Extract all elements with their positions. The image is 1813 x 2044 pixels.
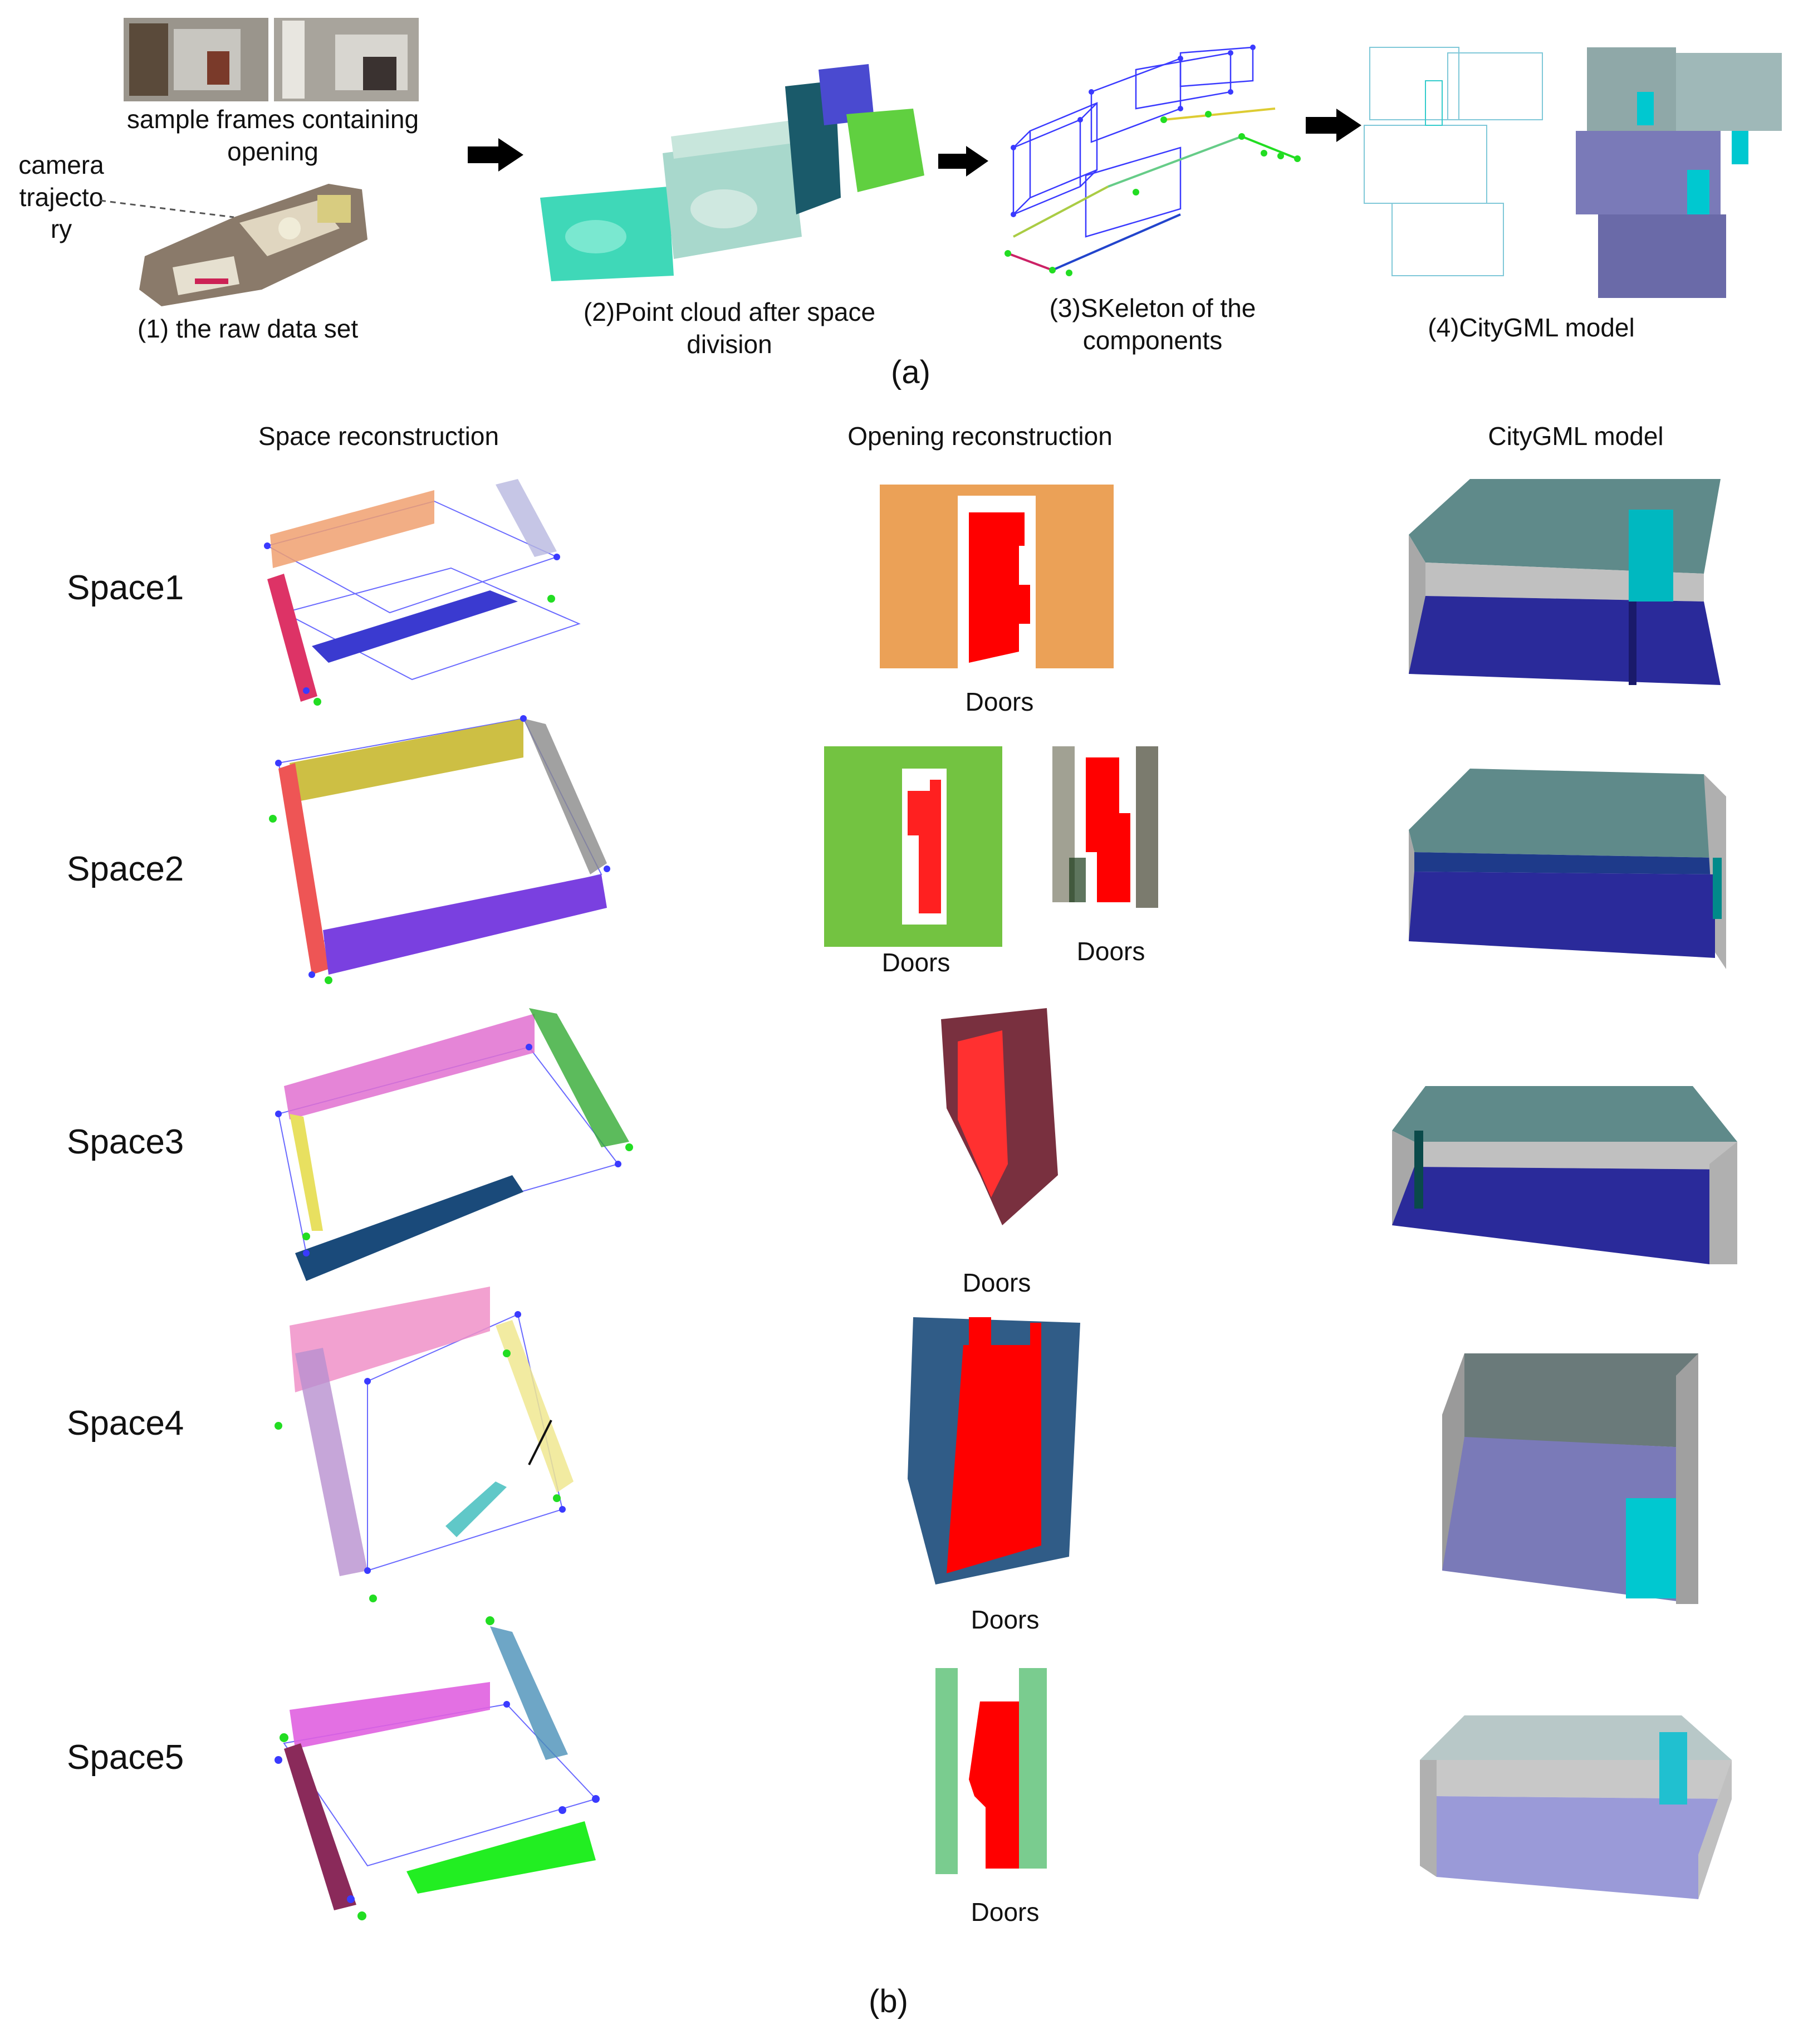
row-label: Space3: [67, 1123, 184, 1161]
solid-model-image: [1576, 47, 1782, 298]
step2-caption-line2: division: [687, 329, 772, 359]
frames-caption-line1: sample frames containing: [126, 105, 419, 134]
arrow-right-icon: [468, 138, 523, 172]
opening-caption: Doors: [881, 948, 950, 977]
divided-point-cloud-image: [540, 64, 924, 281]
step3-caption-line1: (3)SKeleton of the: [1049, 294, 1256, 322]
opening-caption: Doors: [962, 1268, 1031, 1297]
trajectory-line3: ry: [50, 214, 72, 243]
wireframe-model-image: [1364, 47, 1543, 276]
step1-caption: (1) the raw data set: [137, 314, 359, 343]
step4-caption: (4)CityGML model: [1428, 313, 1635, 342]
row-label: Space5: [67, 1738, 184, 1777]
opening-caption: Doors: [971, 1605, 1040, 1634]
trajectory-label: camera trajecto ry: [6, 149, 117, 246]
arrow-right-icon: [1306, 109, 1361, 142]
trajectory-line1: camera: [18, 150, 104, 179]
opening-caption: Doors: [971, 1898, 1040, 1926]
opening-caption: Doors: [1076, 937, 1145, 966]
row-label: Space2: [67, 850, 184, 888]
opening-caption: Doors: [965, 687, 1034, 716]
column-header-space: Space reconstruction: [258, 422, 499, 451]
sample-frames-image: [124, 18, 419, 101]
step3-caption-line2: components: [1082, 325, 1223, 355]
skeleton-image: [1004, 45, 1301, 276]
trajectory-line2: trajecto: [19, 182, 104, 212]
space5-reconstruction-image: [275, 1616, 600, 1920]
space4-opening-image: [908, 1317, 1080, 1585]
space4-reconstruction-image: [275, 1287, 574, 1602]
space2-opening2-image: [1052, 746, 1158, 908]
space4-citygml-image: [1442, 1353, 1698, 1604]
space3-reconstruction-image: [275, 1008, 633, 1281]
panel-label-a: (a): [891, 354, 930, 390]
space3-citygml-image: [1392, 1086, 1737, 1264]
arrow-right-icon: [938, 146, 988, 177]
space1-citygml-image: [1409, 479, 1721, 685]
row-label: Space4: [67, 1404, 184, 1442]
space3-opening-image: [941, 1008, 1058, 1225]
space5-opening-image: [935, 1668, 1047, 1874]
step2-caption: (2)Point cloud after space division: [557, 296, 902, 360]
frames-caption: sample frames containing opening: [111, 104, 434, 168]
space1-opening-image: [880, 485, 1114, 668]
raw-scan-image: [100, 184, 367, 306]
panel-label-b: (b): [869, 1983, 908, 2019]
column-header-opening: Opening reconstruction: [847, 422, 1113, 451]
row-label: Space1: [67, 569, 184, 607]
column-header-citygml: CityGML model: [1488, 422, 1664, 451]
frames-caption-line2: opening: [227, 136, 318, 166]
step2-caption-line1: (2)Point cloud after space: [583, 297, 876, 326]
space1-reconstruction-image: [264, 479, 581, 706]
space2-opening1-image: [824, 746, 1002, 947]
space2-citygml-image: [1409, 769, 1726, 969]
space2-reconstruction-image: [269, 715, 610, 984]
step3-caption: (3)SKeleton of the components: [997, 292, 1309, 356]
space5-citygml-image: [1420, 1715, 1732, 1899]
